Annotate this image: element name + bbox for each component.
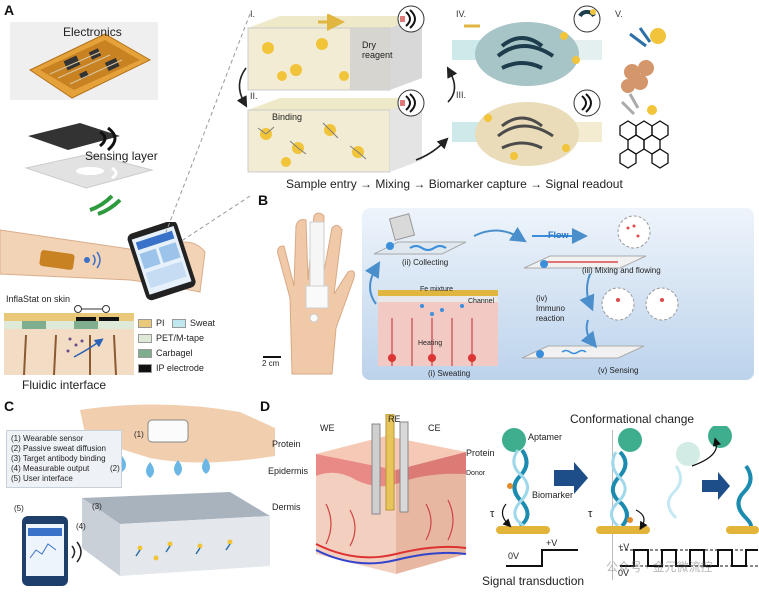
plus-v-label-2: +V <box>618 542 630 552</box>
step-i-label: I. <box>250 9 256 19</box>
aptamer-label: Aptamer <box>528 432 563 442</box>
aptamer-mechanism <box>496 426 759 534</box>
step-v-label: V. <box>615 9 623 19</box>
fe-mixture-label: Fe mixture <box>420 286 454 293</box>
feature-item: (3) Target antibody binding <box>11 454 106 463</box>
step-collecting-label: (ii) Collecting <box>402 258 449 267</box>
step-iv-label: IV. <box>456 9 467 19</box>
legend-item-sweat: Sweat <box>172 318 215 328</box>
feature-item: (4) Measurable output <box>11 464 90 473</box>
zero-v-label: 0V <box>508 551 520 561</box>
scale-bar-label: 2 cm <box>262 359 280 368</box>
dry-reagent-label: Dry reagent <box>362 40 393 60</box>
feature-item: (1) Wearable sensor <box>11 434 84 443</box>
dermis-label: Dermis <box>272 502 301 512</box>
process-arrows <box>236 66 458 161</box>
protein-layer-label: Protein <box>272 439 301 449</box>
signal-transduction-label: Signal transduction <box>482 574 585 588</box>
step-v-graphene-illustration <box>619 27 669 169</box>
feature-item: (2) Passive sweat diffusion <box>11 444 107 453</box>
marker-1: (1) <box>134 430 144 439</box>
legend-item-carbagel: Carbagel <box>138 348 193 358</box>
fluidic-interface-label: Fluidic interface <box>22 378 107 392</box>
step-iv-chamber <box>452 22 602 86</box>
step-sweating-label: (i) Sweating <box>428 369 471 378</box>
step-iii-zoom-icon <box>573 89 601 117</box>
tau-label-2: τ <box>588 508 593 520</box>
biomarker-label: Biomarker <box>532 490 574 500</box>
sensing-layer-label: Sensing layer <box>85 149 158 163</box>
step-ii-zoom-icon <box>397 89 425 117</box>
panel-c-feature-list: (1) Wearable sensor (2) Passive sweat di… <box>6 430 122 488</box>
marker-4: (4) <box>76 522 86 531</box>
step-ii-label: II. <box>250 91 258 101</box>
signal-waveform <box>506 549 759 567</box>
marker-3: (3) <box>92 502 102 511</box>
re-label: RE <box>388 414 401 424</box>
scale-bar <box>263 356 281 358</box>
step-immuno-label: (iv) Immuno reaction <box>536 294 565 323</box>
step-i-chamber <box>247 14 422 91</box>
channel-label: Channel <box>468 298 495 305</box>
heating-label: Heating <box>418 340 443 347</box>
step-iv-zoom-icon <box>573 5 601 33</box>
connector-lines <box>165 13 251 243</box>
plus-v-label: +V <box>546 538 558 548</box>
legend-item-pet: PET/M-tape <box>138 333 204 343</box>
panel-b-workflow <box>362 208 754 380</box>
panel-label-c: C <box>4 398 15 414</box>
panel-label-d: D <box>260 398 271 414</box>
marker-2: (2) <box>110 464 120 473</box>
step-sensing-label: (v) Sensing <box>598 366 639 375</box>
binding-label: Binding <box>272 112 303 122</box>
legend-item-ip-electrode: IP electrode <box>138 363 204 373</box>
zero-v-label-2: 0V <box>618 568 630 578</box>
legend-item-pi: PI <box>138 318 165 328</box>
epidermis-label: Epidermis <box>268 466 309 476</box>
fluidic-cross-section <box>4 305 134 375</box>
step-iii-chamber <box>452 102 602 166</box>
panel-label-b: B <box>258 192 269 208</box>
donor-label: Donor <box>466 470 486 477</box>
step-ii-chamber <box>247 98 422 173</box>
marker-5: (5) <box>14 504 24 513</box>
watermark: 公众号 · 金元微流控 <box>606 560 713 574</box>
ce-label: CE <box>428 423 441 433</box>
conformational-change-title: Conformational change <box>570 412 695 426</box>
process-flow-caption: Sample entry → Mixing → Biomarker captur… <box>286 177 623 191</box>
step-i-zoom-icon <box>397 5 425 33</box>
panel-label-a: A <box>4 2 15 18</box>
feature-item: (5) User interface <box>11 474 73 483</box>
arm-phone-illustration <box>0 222 206 301</box>
hand-photo <box>262 208 362 378</box>
flow-label: Flow <box>548 230 569 240</box>
electronics-label: Electronics <box>63 25 122 39</box>
sensing-layer-illustration <box>24 123 154 216</box>
electronics-image <box>10 22 158 100</box>
protein-label: Protein <box>466 448 495 458</box>
panel-c-illustration <box>22 404 275 586</box>
tau-label-1: τ <box>490 508 495 520</box>
step-mixing-label: (iii) Mixing and flowing <box>582 266 661 275</box>
inflastat-label: InflaStat on skin <box>6 294 71 304</box>
we-label: WE <box>320 423 335 433</box>
step-iii-label: III. <box>456 90 467 100</box>
divider <box>612 430 613 580</box>
skin-cube-electrode <box>315 414 467 574</box>
